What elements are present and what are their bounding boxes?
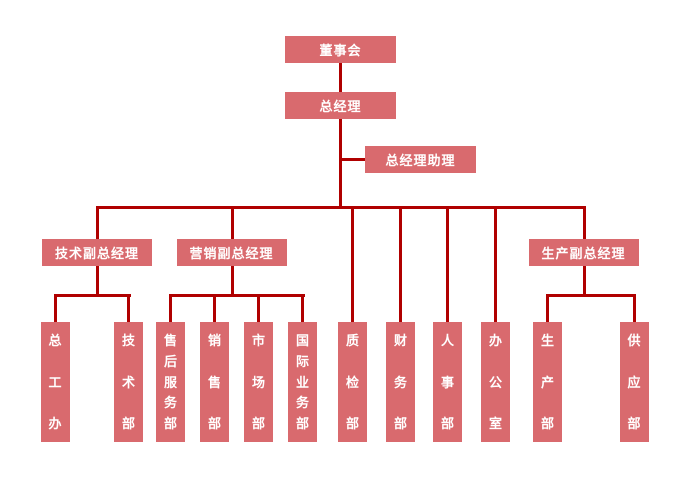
dept-label-char: 后 bbox=[163, 353, 177, 369]
dept-label-char: 售 bbox=[207, 374, 221, 390]
dept-label-char: 国 bbox=[295, 333, 309, 348]
dept-label-char: 部 bbox=[163, 416, 177, 431]
dept-label-char: 事 bbox=[440, 374, 454, 390]
connector-drop-after-sales-service bbox=[169, 297, 172, 322]
dept-label-char: 部 bbox=[295, 416, 309, 431]
node-dept-hr: 人事部 bbox=[433, 322, 462, 442]
connector-drop-international-business bbox=[301, 297, 304, 322]
dept-label-char: 服 bbox=[163, 374, 177, 390]
dept-label-char: 际 bbox=[295, 353, 309, 369]
dept-label-char: 务 bbox=[295, 395, 309, 411]
dept-label-char: 部 bbox=[393, 416, 407, 431]
connector-assistant-branch bbox=[342, 158, 365, 161]
dept-label-char: 业 bbox=[295, 374, 309, 390]
connector-drop-marketing-dept bbox=[257, 297, 260, 322]
node-deputy-production: 生产副总经理 bbox=[528, 239, 639, 266]
dept-label-char: 总 bbox=[48, 333, 62, 348]
dept-label-char: 市 bbox=[251, 333, 265, 348]
node-dept-after-sales-service: 售后服务部 bbox=[156, 322, 185, 442]
dept-label-char: 部 bbox=[251, 416, 265, 431]
dept-label-char: 产 bbox=[540, 374, 554, 390]
dept-label-char: 检 bbox=[345, 374, 359, 390]
dept-label-char: 部 bbox=[121, 416, 135, 431]
dept-label-char: 工 bbox=[48, 374, 62, 390]
dept-label-char: 办 bbox=[488, 333, 502, 348]
dept-label-char: 质 bbox=[345, 333, 359, 348]
connector-drop-production-dept bbox=[546, 297, 549, 322]
dept-label-char: 部 bbox=[627, 416, 641, 431]
connector-drop-quality-inspection bbox=[351, 209, 354, 322]
node-deputy-marketing: 营销副总经理 bbox=[176, 239, 287, 266]
connector-drop-chief-engineer-office bbox=[53, 297, 57, 322]
node-deputy-tech: 技术副总经理 bbox=[42, 239, 152, 266]
dept-label-char: 技 bbox=[121, 333, 135, 348]
dept-label-char: 供 bbox=[627, 333, 641, 348]
node-board: 董事会 bbox=[285, 36, 396, 63]
connector-drop-deputy-tech bbox=[95, 209, 99, 239]
connector-drop-deputy-production bbox=[582, 209, 586, 239]
node-dept-supply: 供应部 bbox=[619, 322, 649, 442]
connector-drop-technology bbox=[127, 297, 130, 322]
connector-gm-spine bbox=[339, 118, 342, 209]
dept-label-char: 办 bbox=[48, 416, 62, 431]
connector-subbar-production bbox=[546, 294, 636, 297]
connector-subbar-tech bbox=[53, 294, 131, 297]
dept-label-char: 人 bbox=[440, 333, 454, 348]
node-general-manager: 总经理 bbox=[285, 92, 396, 119]
connector-drop-office bbox=[494, 209, 497, 322]
connector-stem-deputy-marketing bbox=[230, 266, 234, 294]
dept-label-char: 室 bbox=[488, 416, 502, 431]
dept-label-char: 公 bbox=[488, 374, 502, 390]
node-dept-chief-engineer-office: 总工办 bbox=[40, 322, 70, 442]
connector-drop-hr bbox=[446, 209, 449, 322]
dept-label-char: 务 bbox=[163, 395, 177, 411]
connector-drop-supply bbox=[632, 297, 636, 322]
node-dept-technology: 技术部 bbox=[114, 322, 143, 442]
connector-stem-deputy-production bbox=[582, 266, 586, 294]
dept-label-char: 应 bbox=[627, 374, 641, 390]
connector-main-horizontal bbox=[95, 206, 586, 209]
node-dept-production: 生产部 bbox=[533, 322, 562, 442]
node-dept-office: 办公室 bbox=[481, 322, 510, 442]
node-dept-quality-inspection: 质检部 bbox=[338, 322, 367, 442]
dept-label-char: 部 bbox=[207, 416, 221, 431]
node-dept-marketing: 市场部 bbox=[244, 322, 273, 442]
node-dept-international-business: 国际业务部 bbox=[288, 322, 317, 442]
dept-label-char: 销 bbox=[207, 333, 221, 348]
dept-label-char: 部 bbox=[540, 416, 554, 431]
connector-stem-deputy-tech bbox=[95, 266, 99, 294]
node-gm-assistant: 总经理助理 bbox=[365, 146, 476, 173]
dept-label-char: 务 bbox=[393, 374, 407, 390]
dept-label-char: 售 bbox=[163, 333, 177, 348]
connector-drop-finance bbox=[399, 209, 402, 322]
connector-subbar-marketing bbox=[169, 294, 305, 297]
dept-label-char: 术 bbox=[121, 374, 135, 390]
node-dept-sales: 销售部 bbox=[200, 322, 229, 442]
connector-drop-deputy-marketing bbox=[230, 209, 234, 239]
dept-label-char: 部 bbox=[440, 416, 454, 431]
dept-label-char: 场 bbox=[251, 374, 265, 390]
connector-drop-sales bbox=[213, 297, 216, 322]
node-dept-finance: 财务部 bbox=[386, 322, 415, 442]
connector-board-to-gm bbox=[339, 62, 342, 93]
dept-label-char: 生 bbox=[540, 333, 554, 348]
dept-label-char: 财 bbox=[393, 333, 407, 348]
dept-label-char: 部 bbox=[345, 416, 359, 431]
